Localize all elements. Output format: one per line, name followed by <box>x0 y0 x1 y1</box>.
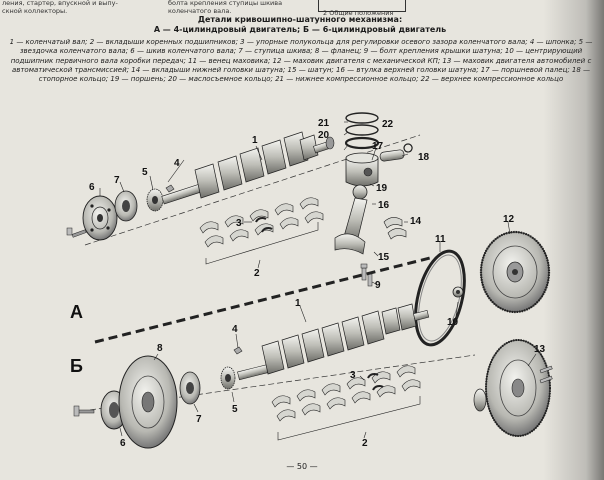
main-bearings-a <box>199 197 324 248</box>
pulley-bolt-a <box>66 227 87 238</box>
rod-cap-bolts <box>360 263 373 287</box>
flywheel-manual <box>479 230 551 314</box>
pulley-a <box>82 195 118 241</box>
callout-21: 21 <box>318 118 330 129</box>
section-a-parts <box>66 112 551 347</box>
callout-2-b: 2 <box>362 438 368 449</box>
key-a <box>165 184 175 193</box>
pulley-bolt-b <box>73 405 95 417</box>
sprocket-b <box>220 366 236 390</box>
callout-11: 11 <box>435 234 446 245</box>
callout-7-a: 7 <box>114 175 120 186</box>
callout-6-b: 6 <box>120 438 126 449</box>
section-a-label: А <box>70 302 83 322</box>
callout-18: 18 <box>418 152 430 163</box>
piston <box>345 152 379 187</box>
crankshaft-a <box>161 131 335 205</box>
callout-6-a: 6 <box>89 182 95 193</box>
callout-8: 8 <box>157 343 163 354</box>
main-bearings-b <box>271 365 421 422</box>
callout-14: 14 <box>410 216 422 227</box>
callout-5-b: 5 <box>232 404 238 415</box>
callout-20: 20 <box>318 130 330 141</box>
callout-3-b: 3 <box>350 370 356 381</box>
callout-4-a: 4 <box>174 158 180 169</box>
callout-16: 16 <box>378 200 390 211</box>
flexplate-flange <box>473 388 487 412</box>
bearing-bracket-b <box>277 396 421 441</box>
rod-bearings <box>383 217 407 240</box>
callout-12: 12 <box>503 214 515 225</box>
section-b-label: Б <box>70 356 83 376</box>
callout-1-b: 1 <box>295 298 301 309</box>
callout-2-a: 2 <box>254 268 260 279</box>
crankshaft-b <box>237 303 430 381</box>
callout-5-a: 5 <box>142 167 148 178</box>
callout-22: 22 <box>382 119 394 130</box>
sprocket-a <box>146 188 164 212</box>
callout-19: 19 <box>376 183 388 194</box>
callout-13: 13 <box>534 344 546 355</box>
hub-b <box>179 371 201 405</box>
callout-4-b: 4 <box>232 324 238 335</box>
callout-1-a: 1 <box>252 135 258 146</box>
key-b <box>233 346 243 355</box>
callout-7-b: 7 <box>196 414 202 425</box>
callout-15: 15 <box>378 252 390 263</box>
piston-pin <box>379 149 405 162</box>
page-number: — 50 — <box>286 462 318 471</box>
hub-a <box>114 190 138 222</box>
connecting-rod <box>334 184 368 255</box>
flange-b <box>118 355 178 449</box>
flywheel-ring <box>414 249 466 347</box>
pilot-bearing <box>452 286 464 298</box>
callout-3-a: 3 <box>236 218 242 229</box>
callout-17: 17 <box>372 141 384 152</box>
callout-9: 9 <box>375 280 381 291</box>
section-b-parts <box>73 303 553 449</box>
callout-10: 10 <box>447 317 459 328</box>
circlip <box>403 143 413 153</box>
